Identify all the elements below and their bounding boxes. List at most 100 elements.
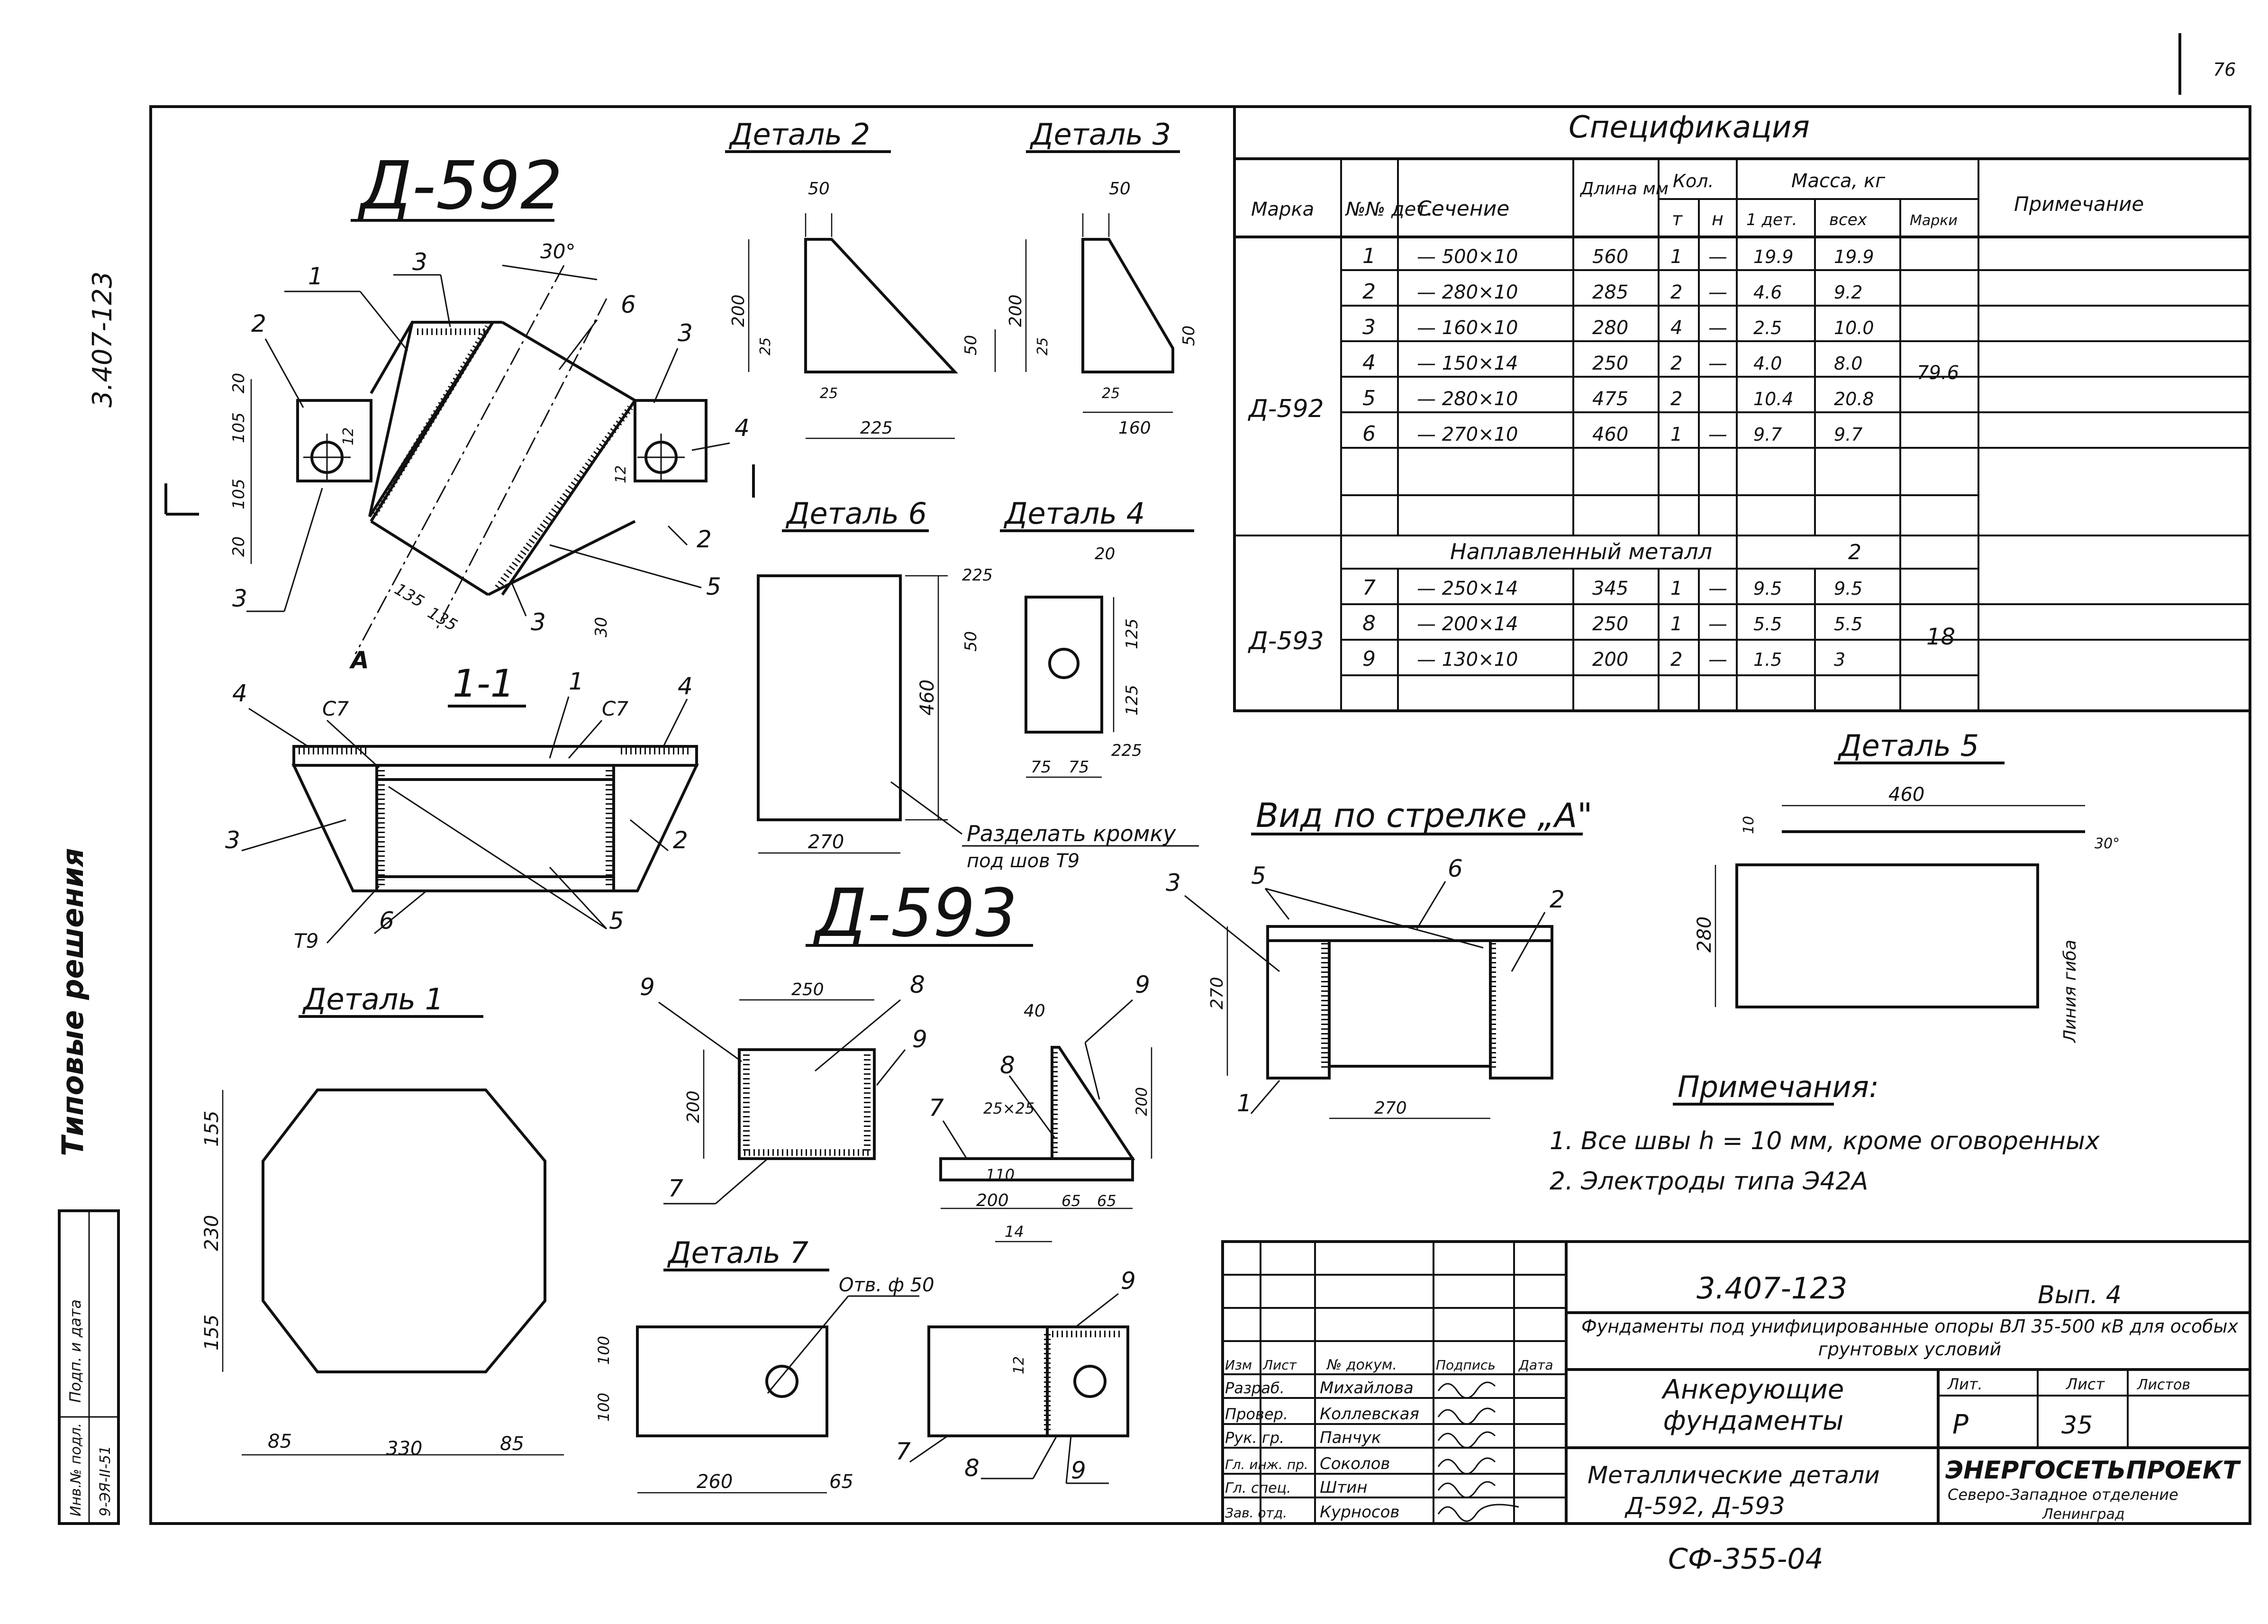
d592-angle: 30° bbox=[540, 240, 575, 263]
detail-1-title: Деталь 1 bbox=[302, 982, 444, 1016]
d592-callout-2a: 2 bbox=[251, 310, 266, 337]
detail-3-view: 50 200 25 50 25 160 bbox=[1006, 179, 1198, 438]
sec-callout-4a: 4 bbox=[232, 680, 247, 707]
stamp-sign-date-label: Подп. и дата bbox=[66, 1299, 84, 1403]
d593b-dim-b: 25×25 bbox=[983, 1099, 1034, 1117]
spec-r1-sec: — 500×10 bbox=[1417, 246, 1518, 268]
spec-r8-ma: 5.5 bbox=[1834, 614, 1862, 635]
spec-r5-m1: 10.4 bbox=[1753, 389, 1794, 409]
d592-dim-m3: 105 bbox=[229, 479, 248, 509]
signature-5 bbox=[1437, 1481, 1496, 1498]
d592-dim-m6: 135 bbox=[391, 580, 427, 611]
tb-staff-name-4: Соколов bbox=[1320, 1454, 1390, 1473]
view-arrow-a-title: Вид по стрелке „А" bbox=[1256, 796, 1592, 835]
spec-r1-n: 1 bbox=[1362, 244, 1376, 268]
spec-h-numdet: №№ дет. bbox=[1345, 199, 1433, 220]
spec-r2-ma: 9.2 bbox=[1834, 282, 1862, 303]
tb-staff-role-2: Провер. bbox=[1225, 1405, 1288, 1423]
d5-bend-line: Линия гиба bbox=[2060, 940, 2080, 1043]
spec-h-marka: Марка bbox=[1251, 199, 1314, 220]
va-dim-w: 270 bbox=[1374, 1098, 1407, 1118]
d7-hole-label: Отв. ф 50 bbox=[839, 1274, 934, 1296]
note-2: 2. Электроды типа Э42А bbox=[1550, 1167, 1868, 1196]
tb-staff-name-6: Курносов bbox=[1320, 1503, 1399, 1522]
d2-dim-r: 50 bbox=[962, 335, 980, 355]
spec-r7-sec: — 250×14 bbox=[1417, 578, 1518, 599]
note-1: 1. Все швы h = 10 мм, кроме оговоренных bbox=[1550, 1127, 2100, 1155]
spec-r8-n: 8 bbox=[1362, 611, 1376, 635]
tb-col-doc: № докум. bbox=[1326, 1357, 1397, 1373]
spec-r4-len: 250 bbox=[1592, 353, 1628, 374]
d6-dim-w: 270 bbox=[808, 831, 844, 853]
spec-mark-d593: Д-593 bbox=[1248, 627, 1324, 655]
tb-doc-title: Анкерующие фундаменты bbox=[1662, 1374, 1844, 1436]
spec-group-d592: Д-592 79.6 1 — 500×10 560 1 — 19.9 19.9 … bbox=[1234, 244, 2250, 536]
d593-side-view: 40 25×25 110 200 65 65 14 200 8 9 7 bbox=[929, 971, 1152, 1243]
d593b-dim-g: 14 bbox=[1005, 1223, 1024, 1241]
d6-note: Разделать кромку bbox=[967, 821, 1176, 846]
va-callout-5: 5 bbox=[1251, 862, 1266, 889]
d593b-callout-8: 8 bbox=[1000, 1052, 1015, 1079]
spec-r5-len: 475 bbox=[1592, 388, 1628, 410]
spec-r3-n: 3 bbox=[1362, 315, 1376, 339]
spec-r9-m1: 1.5 bbox=[1753, 649, 1782, 670]
detail-7-view: Отв. ф 50 100 100 260 65 bbox=[595, 1274, 934, 1494]
tb-staff-role-6: Зав. отд. bbox=[1225, 1505, 1287, 1521]
d4-dim-d: 125 bbox=[1123, 685, 1142, 716]
d3-dim-h2: 25 bbox=[1034, 337, 1051, 355]
detail-6-view: 460 270 Разделать кромку под шов Т9 bbox=[757, 574, 1199, 872]
d593b-callout-9: 9 bbox=[1135, 971, 1150, 998]
d3-dim-w: 50 bbox=[1109, 179, 1131, 199]
d6-note-2: под шов Т9 bbox=[967, 850, 1080, 872]
spec-r9-t: 2 bbox=[1670, 649, 1682, 671]
signature-1 bbox=[1437, 1381, 1496, 1399]
tb-doc-title-wrap: Анкерующие фундаменты bbox=[1662, 1374, 1844, 1436]
d4-dim-c: 125 bbox=[1123, 618, 1142, 649]
d593-title: Д-593 bbox=[812, 875, 1017, 952]
d592-callout-4: 4 bbox=[735, 414, 750, 442]
d7-dim-b: 100 bbox=[595, 1393, 613, 1422]
tb-sheet-value: 35 bbox=[2061, 1411, 2093, 1440]
spec-r3-len: 280 bbox=[1592, 317, 1628, 339]
spec-r2-len: 285 bbox=[1592, 281, 1628, 303]
spec-r9-ma: 3 bbox=[1834, 649, 1845, 670]
spec-r4-t: 2 bbox=[1670, 353, 1682, 374]
detail-4-title: Деталь 4 bbox=[1003, 496, 1145, 531]
spec-r1-len: 560 bbox=[1592, 246, 1628, 268]
spec-r7-t: 1 bbox=[1670, 578, 1682, 599]
d1-dim-h1: 155 bbox=[201, 1111, 223, 1147]
d592-dim-m4: 20 bbox=[229, 536, 248, 557]
d593-callout-7: 7 bbox=[668, 1175, 683, 1202]
d592-callout-1: 1 bbox=[308, 263, 323, 290]
tb-org-branch: Северо-Западное отделение bbox=[1948, 1486, 2178, 1504]
tb-sheets-label: Листов bbox=[2137, 1377, 2190, 1393]
d7-callout-9b: 9 bbox=[1071, 1457, 1086, 1484]
spec-r5-sec: — 280×10 bbox=[1417, 388, 1518, 410]
spec-r5-t: 2 bbox=[1670, 388, 1682, 410]
d592-callout-6: 6 bbox=[621, 291, 636, 318]
d1-dim-w3: 85 bbox=[500, 1433, 524, 1455]
spec-r7-ma: 9.5 bbox=[1834, 578, 1862, 599]
d593-dim-h: 200 bbox=[684, 1090, 703, 1123]
d592-dim-m5: 12 bbox=[340, 427, 357, 445]
spec-r9-len: 200 bbox=[1592, 649, 1628, 671]
d7-dim-d: 65 bbox=[829, 1471, 853, 1493]
d4-dim-b: 50 bbox=[962, 631, 980, 652]
spec-mark-d592: Д-592 bbox=[1248, 395, 1324, 423]
spec-h-qty-t: т bbox=[1672, 209, 1683, 229]
tb-code: 3.407-123 bbox=[1696, 1271, 1847, 1306]
d4-dim-a: 225 bbox=[962, 566, 993, 585]
detail-5-view: 460 10 30° 280 Линия гиба bbox=[1694, 784, 2120, 1043]
sec-callout-4b: 4 bbox=[678, 672, 693, 700]
d593-callout-9a: 9 bbox=[640, 973, 655, 1001]
tb-org: ЭНЕРГОСЕТЬПРОЕКТ bbox=[1945, 1456, 2241, 1485]
spec-h-length: Длина мм bbox=[1579, 179, 1669, 199]
spec-mark-mass-d592: 79.6 bbox=[1917, 362, 1959, 384]
spec-r1-nn: — bbox=[1708, 246, 1727, 268]
va-callout-2: 2 bbox=[1550, 886, 1565, 913]
d593-callout-8: 8 bbox=[910, 971, 925, 998]
spec-r4-n: 4 bbox=[1362, 351, 1376, 375]
spec-r9-sec: — 130×10 bbox=[1417, 649, 1518, 671]
spec-r1-ma: 19.9 bbox=[1834, 246, 1874, 267]
d593b-dim-f: 65 bbox=[1097, 1192, 1116, 1210]
